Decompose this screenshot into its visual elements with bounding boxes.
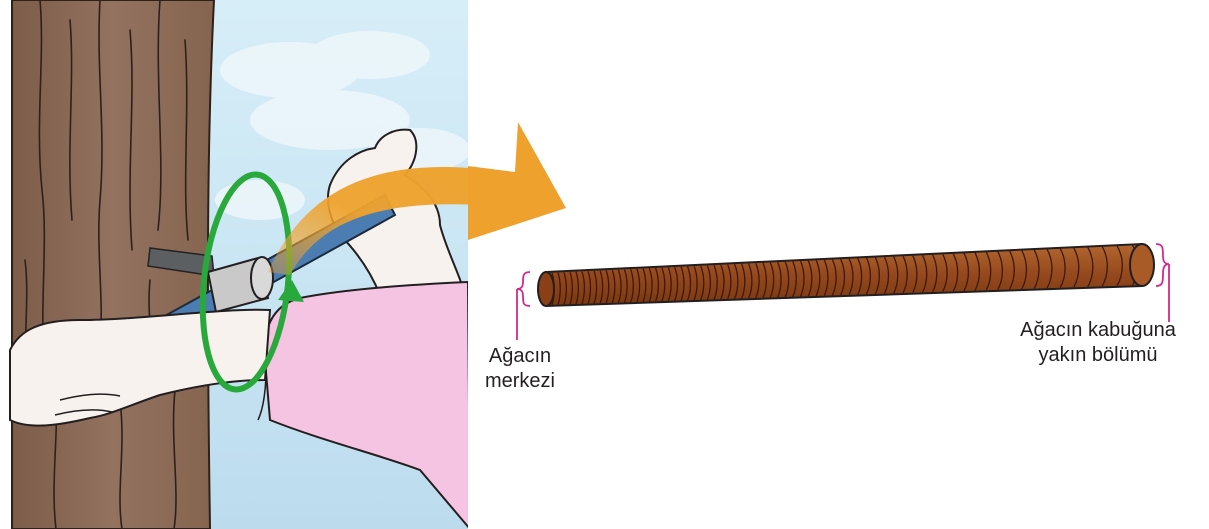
curved-arrow-head — [468, 122, 566, 240]
core-bark-label-line1: Ağacın kabuğuna — [1008, 318, 1188, 343]
core-center-label-line1: Ağacın — [468, 344, 572, 369]
bark-bracket — [1156, 244, 1169, 322]
core-left-end — [538, 272, 554, 306]
core-center-label-line2: merkezi — [468, 369, 572, 394]
core-sample — [538, 244, 1154, 306]
core-bark-label-line2: yakın bölümü — [1008, 343, 1188, 368]
core-center-label: Ağacın merkezi — [468, 344, 572, 394]
coring-illustration — [0, 0, 566, 529]
core-bark-label: Ağacın kabuğuna yakın bölümü — [1008, 318, 1188, 368]
core-right-end — [1130, 244, 1154, 286]
center-bracket — [517, 272, 530, 340]
